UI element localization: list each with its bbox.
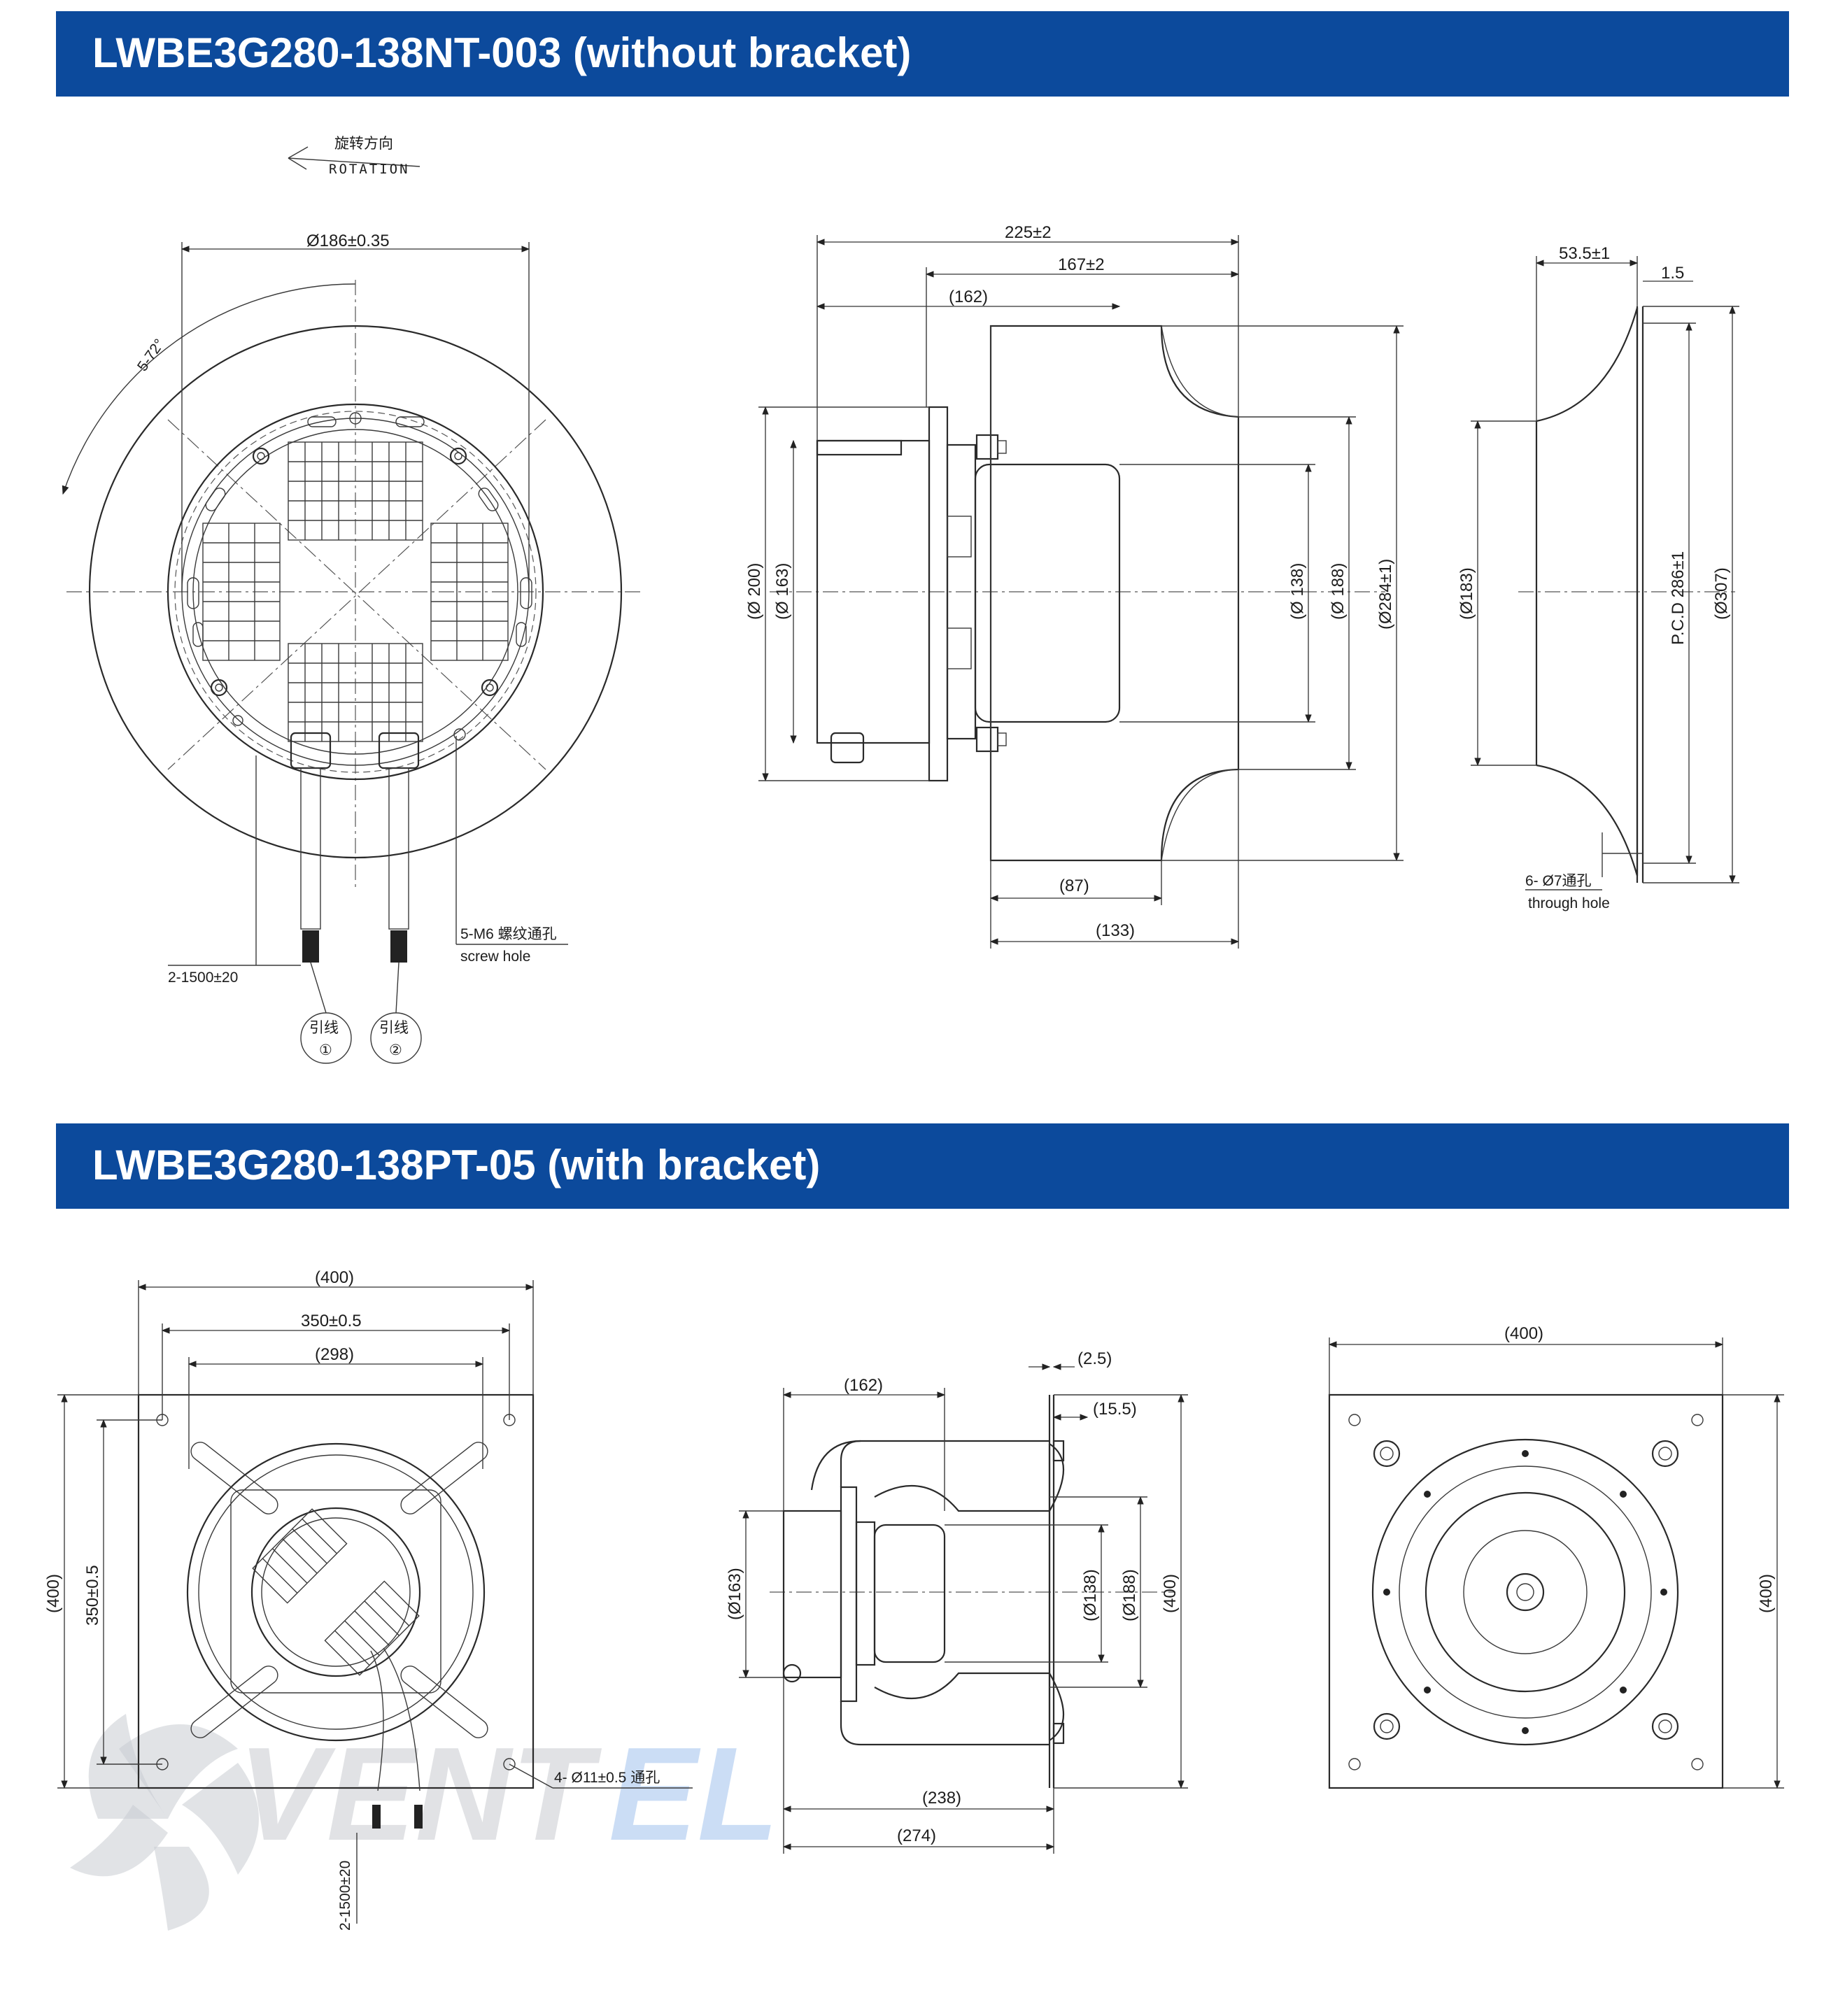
- bracket-d188-label: (Ø188): [1120, 1569, 1139, 1621]
- d138-label: (Ø 138): [1288, 563, 1307, 620]
- bracket-holes-label: 4- Ø11±0.5 通孔: [554, 1770, 660, 1786]
- mounting-holes: [210, 412, 499, 741]
- len-162-label: (162): [949, 288, 988, 306]
- bracket-back-view: (400) (400): [1328, 1324, 1784, 1789]
- d284-label: (Ø284±1): [1376, 559, 1395, 630]
- ring-depth-label: 53.5±1: [1559, 244, 1610, 263]
- bracket-w298-label: (298): [315, 1345, 354, 1364]
- ventel-watermark: VENT EL: [70, 1714, 779, 1931]
- lead2-number: ②: [389, 1042, 402, 1058]
- section2-banner: LWBE3G280-138PT-05 (with bracket): [56, 1123, 1789, 1209]
- cable-length-label: 2-1500±20: [168, 970, 238, 986]
- bracket-d163-label: (Ø163): [726, 1568, 744, 1620]
- bracket-front-view: (400) 350±0.5 (298) (400) 350±0.5 4- Ø11…: [44, 1268, 693, 1931]
- d188-label: (Ø 188): [1329, 563, 1348, 620]
- len-133-label: (133): [1096, 921, 1135, 940]
- d183-label: (Ø183): [1457, 567, 1476, 620]
- len-87-label: (87): [1059, 876, 1089, 895]
- back-h400-label: (400): [1757, 1574, 1776, 1613]
- back-w400-label: (400): [1504, 1324, 1543, 1343]
- bracket-side-view: (162) (2.5) (15.5) (Ø163) (Ø138) (Ø188) …: [726, 1349, 1188, 1854]
- ring-view: 53.5±1 1.5 (Ø183) P.C.D 286±1 (Ø307) 6- …: [1457, 244, 1739, 911]
- d163-label: (Ø 163): [773, 563, 792, 620]
- side-view: 225±2 167±2 (162) (Ø 200) (Ø 163) (Ø 138…: [745, 223, 1404, 949]
- ring-thickness-label: 1.5: [1661, 264, 1684, 283]
- heatsink-fins: [202, 441, 509, 742]
- bracket-h350-label: 350±0.5: [83, 1565, 102, 1626]
- bracket-w400-label: (400): [315, 1268, 354, 1287]
- section1-banner: LWBE3G280-138NT-003 (without bracket): [56, 11, 1789, 97]
- d200-label: (Ø 200): [745, 563, 764, 620]
- bracket-len162-label: (162): [844, 1376, 883, 1395]
- bracket-d25-label: (2.5): [1077, 1349, 1112, 1368]
- rotation-cn-label: 旋转方向: [334, 136, 393, 152]
- bracket-d155-label: (15.5): [1093, 1400, 1137, 1419]
- screw-hole-label: 5-M6 螺纹通孔: [460, 926, 557, 942]
- len-167-label: 167±2: [1058, 255, 1105, 274]
- ring-holes-en-label: through hole: [1528, 895, 1610, 911]
- cable-glands: [290, 732, 420, 963]
- len-total-label: 225±2: [1005, 223, 1052, 242]
- bracket-w350-label: 350±0.5: [301, 1312, 362, 1330]
- bracket-d138-label: (Ø138): [1081, 1569, 1100, 1621]
- section2-title: LWBE3G280-138PT-05 (with bracket): [92, 1142, 821, 1188]
- bracket-len274-label: (274): [897, 1826, 936, 1845]
- bracket-side-h400-label: (400): [1161, 1574, 1180, 1613]
- lead2-label: 引线: [379, 1020, 409, 1036]
- rotation-en-label: ROTATION: [329, 162, 410, 177]
- section1-title: LWBE3G280-138NT-003 (without bracket): [92, 29, 912, 76]
- bracket-cable-label: 2-1500±20: [337, 1861, 353, 1931]
- bracket-h400-label: (400): [44, 1574, 63, 1613]
- d307-label: (Ø307): [1712, 567, 1731, 620]
- front-view: 旋转方向 ROTATION 5-72° Ø186±0.35: [62, 136, 644, 1064]
- pcd-label: P.C.D 286±1: [1669, 551, 1688, 645]
- watermark-el: EL: [609, 1720, 779, 1868]
- bracket-len238-label: (238): [922, 1789, 961, 1808]
- ring-holes-label: 6- Ø7通孔: [1525, 873, 1592, 889]
- lead1-number: ①: [319, 1042, 332, 1058]
- angle-label: 5-72°: [134, 336, 168, 374]
- front-diameter-label: Ø186±0.35: [306, 232, 390, 250]
- watermark-vent: VENT: [238, 1720, 602, 1868]
- screw-hole-en-label: screw hole: [460, 949, 530, 965]
- lead1-label: 引线: [309, 1020, 339, 1036]
